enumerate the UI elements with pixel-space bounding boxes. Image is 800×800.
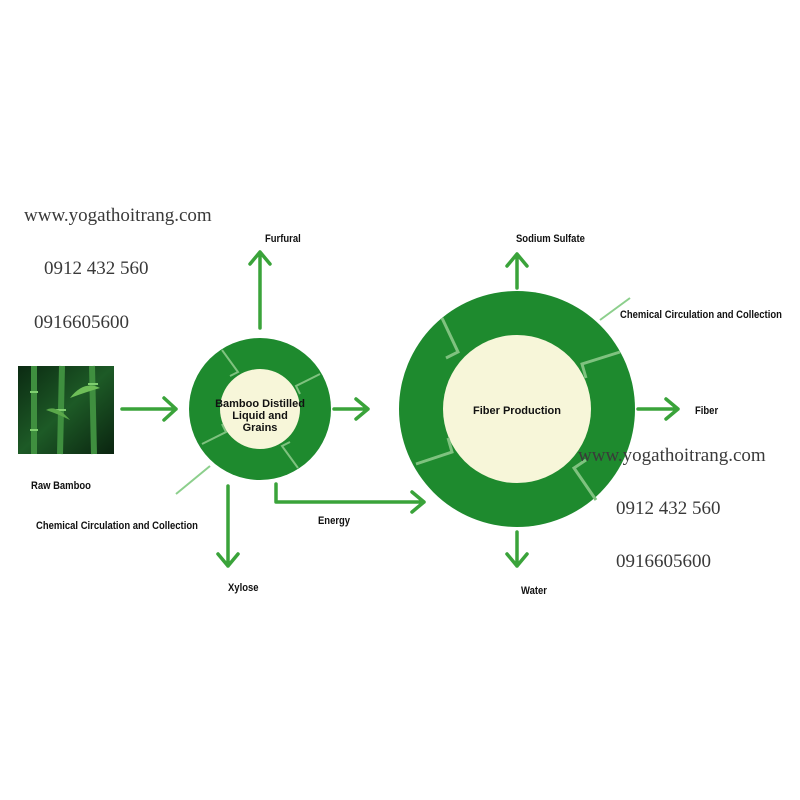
watermark-phone-1a: 0912 432 560 <box>44 258 149 279</box>
fiber-production-cycle <box>399 291 635 527</box>
watermark-phone-2a: 0912 432 560 <box>616 498 721 519</box>
left-ring-center <box>220 369 300 449</box>
arrow-raw-to-distilled <box>120 396 178 422</box>
chemical-circulation-left-label: Chemical Circulation and Collection <box>36 520 198 532</box>
fiber-production-label: Fiber Production <box>473 405 561 417</box>
arrow-water <box>505 530 529 568</box>
right-ring-center <box>443 335 591 483</box>
arrow-fiber <box>636 397 680 421</box>
watermark-phone-1b: 0916605600 <box>34 312 129 333</box>
watermark-phone-2b: 0916605600 <box>616 551 711 572</box>
furfural-label: Furfural <box>265 233 301 245</box>
chemical-circulation-right-label: Chemical Circulation and Collection <box>620 309 782 321</box>
leader-lines <box>175 297 631 495</box>
watermark-website-1: www.yogathoitrang.com <box>24 205 212 226</box>
bamboo-distilled-cycle <box>189 338 331 480</box>
bamboo-distilled-label: Bamboo Distilled Liquid and Grains <box>214 398 306 434</box>
fiber-label: Fiber <box>695 405 719 417</box>
leader-chemical-left <box>175 465 211 495</box>
arrow-furfural <box>248 250 272 330</box>
arrow-sodium-sulfate <box>505 252 529 290</box>
xylose-label: Xylose <box>228 582 259 594</box>
bamboo-distilled-text: Bamboo Distilled Liquid and Grains <box>215 398 305 434</box>
raw-bamboo-label: Raw Bamboo <box>31 480 91 492</box>
arrow-energy <box>274 482 426 514</box>
arrow-xylose <box>216 484 240 568</box>
right-ring-dividers <box>415 317 621 501</box>
sodium-sulfate-label: Sodium Sulfate <box>516 233 585 245</box>
water-label: Water <box>521 585 547 597</box>
flow-arrows <box>120 250 680 568</box>
left-ring-dividers <box>201 349 321 469</box>
leader-chemical-right <box>599 297 631 321</box>
arrow-distilled-to-fiber <box>332 397 370 421</box>
bamboo-photo <box>18 365 114 455</box>
watermark-website-2: www.yogathoitrang.com <box>578 445 766 466</box>
energy-label: Energy <box>318 515 351 527</box>
